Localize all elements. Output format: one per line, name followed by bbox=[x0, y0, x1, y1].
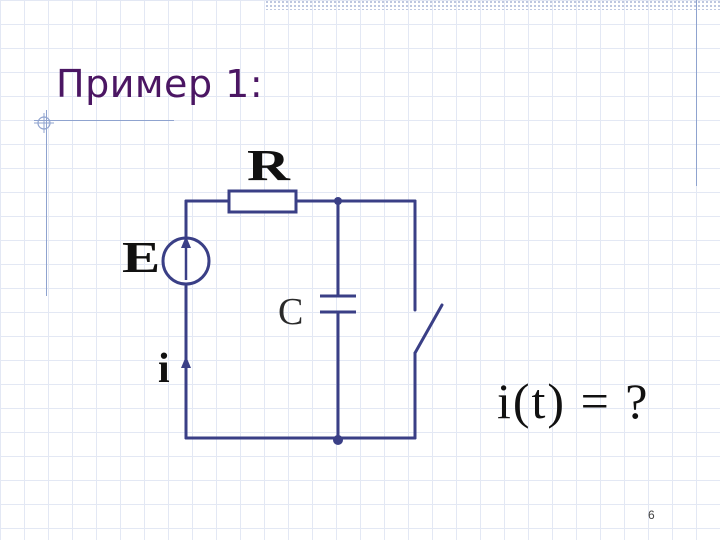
question-formula: i(t) = ? bbox=[497, 373, 650, 429]
top-dotted-strip bbox=[265, 0, 720, 10]
right-vertical-rule bbox=[696, 0, 697, 186]
node-top bbox=[334, 197, 342, 205]
slide-title: Пример 1: bbox=[56, 62, 264, 106]
source-label: E bbox=[122, 233, 161, 282]
left-vertical-rule bbox=[46, 110, 47, 296]
resistor-label: R bbox=[247, 141, 290, 190]
node-bottom bbox=[333, 435, 343, 445]
current-label: i bbox=[158, 346, 170, 392]
current-arrow-icon bbox=[181, 356, 191, 368]
resistor-symbol bbox=[227, 189, 298, 214]
page-number: 6 bbox=[648, 508, 655, 522]
title-underline-rule bbox=[34, 120, 174, 121]
switch-blade bbox=[413, 303, 444, 355]
source-arrow-icon bbox=[181, 236, 191, 248]
crosshair-ornament bbox=[34, 113, 54, 133]
capacitor-label: C bbox=[278, 291, 304, 333]
